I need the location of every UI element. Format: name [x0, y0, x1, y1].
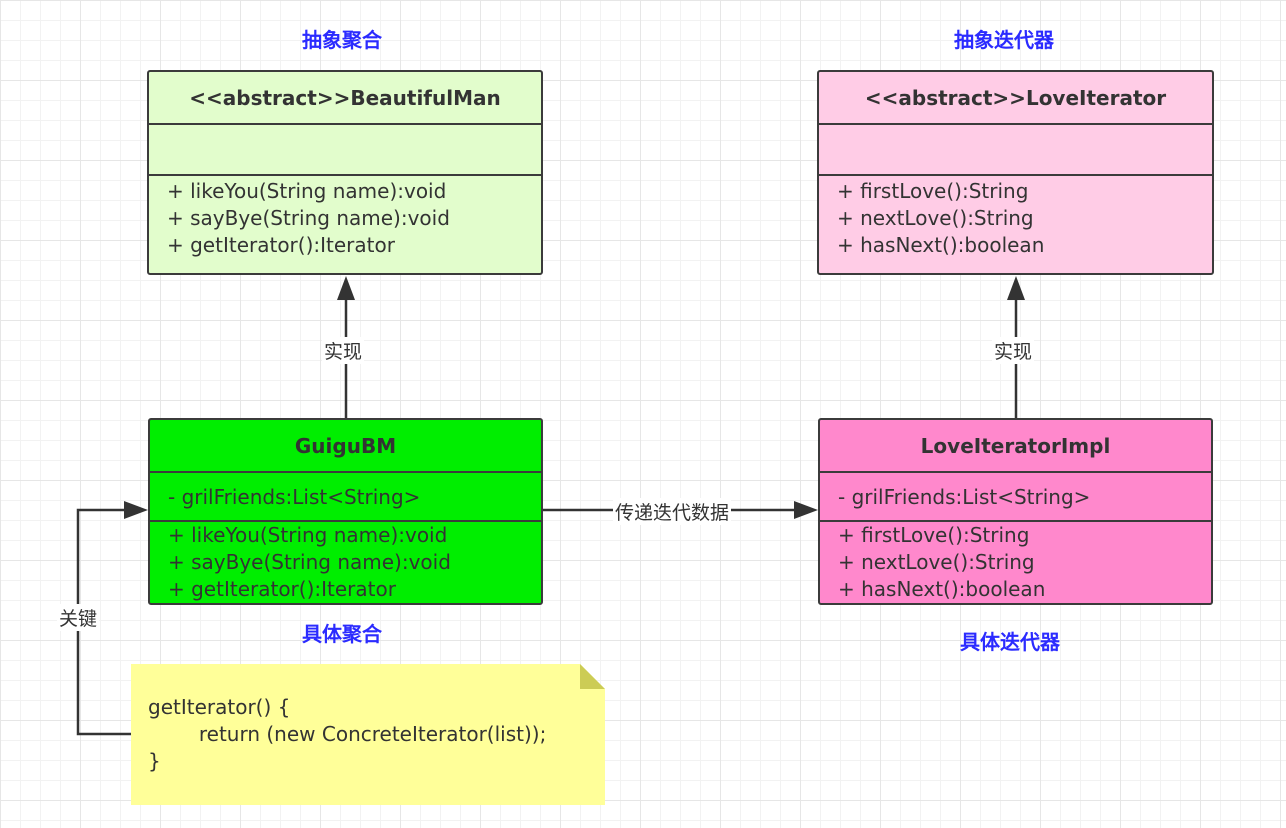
class-attributes: - grilFriends:List<String>: [820, 473, 1211, 522]
class-operations: + firstLove():String + nextLove():String…: [819, 176, 1212, 259]
class-operations: + firstLove():String + nextLove():String…: [820, 522, 1211, 603]
operation: + nextLove():String: [838, 550, 1035, 574]
class-box-beautifulman[interactable]: <<abstract>>BeautifulMan + likeYou(Strin…: [147, 70, 543, 275]
class-box-loveiteratorimpl[interactable]: LoveIteratorImpl - grilFriends:List<Stri…: [818, 418, 1213, 605]
realize-arrowhead-right: [1007, 276, 1025, 300]
caption-concrete-aggregate: 具体聚合: [302, 622, 382, 646]
class-attributes: [819, 125, 1212, 176]
class-operations: + likeYou(String name):void + sayBye(Str…: [149, 176, 541, 259]
class-operations: + likeYou(String name):void + sayBye(Str…: [150, 522, 541, 603]
edge-label-realize-left: 实现: [322, 337, 365, 364]
key-arrowhead: [124, 501, 148, 519]
operation: + sayBye(String name):void: [168, 550, 451, 574]
edge-label-realize-right: 实现: [992, 337, 1035, 364]
operation: + getIterator():Iterator: [168, 577, 396, 601]
operation: + hasNext():boolean: [837, 233, 1045, 257]
operation: + firstLove():String: [838, 523, 1030, 547]
class-name: LoveIteratorImpl: [820, 420, 1211, 474]
attribute: - grilFriends:List<String>: [168, 484, 421, 509]
operation: + likeYou(String name):void: [167, 179, 447, 203]
realize-arrowhead-left: [337, 276, 355, 300]
edge-label-key: 关键: [57, 604, 100, 631]
class-box-guigubm[interactable]: GuiguBM - grilFriends:List<String> + lik…: [148, 418, 543, 605]
pass-data-arrowhead: [794, 501, 818, 519]
operation: + getIterator():Iterator: [167, 233, 395, 257]
operation: + sayBye(String name):void: [167, 206, 450, 230]
operation: + firstLove():String: [837, 179, 1029, 203]
operation: + likeYou(String name):void: [168, 523, 448, 547]
class-name: <<abstract>>BeautifulMan: [149, 72, 541, 125]
note-shape: [131, 664, 605, 805]
note-text: getIterator() { return (new ConcreteIter…: [148, 695, 547, 773]
caption-abstract-aggregate: 抽象聚合: [302, 28, 382, 52]
class-name: GuiguBM: [150, 420, 541, 474]
class-name: <<abstract>>LoveIterator: [819, 72, 1212, 125]
operation: + nextLove():String: [837, 206, 1034, 230]
attribute: - grilFriends:List<String>: [838, 484, 1091, 509]
operation: + hasNext():boolean: [838, 577, 1046, 601]
class-attributes: [149, 125, 541, 176]
class-attributes: - grilFriends:List<String>: [150, 473, 541, 522]
class-box-loveiterator[interactable]: <<abstract>>LoveIterator + firstLove():S…: [817, 70, 1214, 275]
note-fold: [580, 664, 605, 689]
caption-concrete-iterator: 具体迭代器: [960, 630, 1060, 654]
caption-abstract-iterator: 抽象迭代器: [954, 28, 1054, 52]
edge-label-pass-data: 传递迭代数据: [613, 498, 732, 525]
